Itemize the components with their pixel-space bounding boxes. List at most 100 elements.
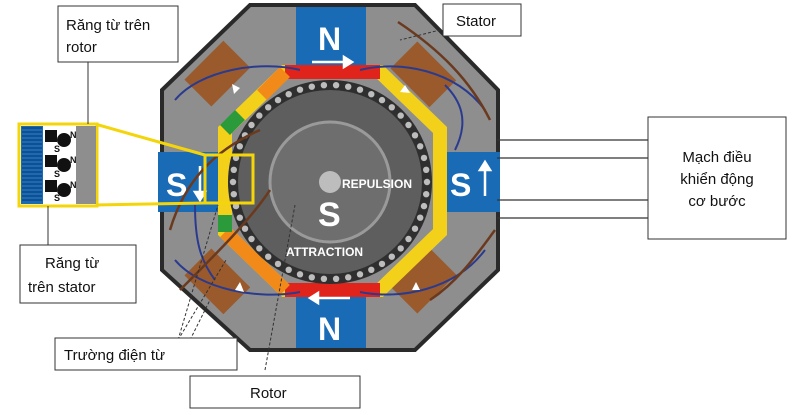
repulsion-text: REPULSION — [342, 177, 412, 191]
label-stator: Stator — [456, 13, 496, 30]
rotor-tooth — [285, 266, 292, 273]
rotor-tooth — [265, 104, 272, 111]
rotor-tooth — [241, 225, 249, 232]
rotor-tooth — [397, 245, 404, 252]
label-box-driver-circuit — [647, 116, 787, 240]
rotor-tooth — [320, 275, 328, 282]
stator-coils — [184, 40, 457, 315]
field-lines — [174, 65, 486, 296]
stator-poles — [158, 7, 500, 348]
rotor-tooth — [236, 143, 243, 150]
field-ring-green-left — [220, 110, 245, 135]
callout-line-bottom — [94, 201, 206, 207]
arrow-top-head-icon — [342, 54, 355, 70]
coil-bottom-right — [390, 247, 457, 314]
rotor-tooth — [274, 260, 282, 268]
rotor-tooth — [411, 225, 419, 232]
rotor-tooth — [332, 82, 340, 89]
rotor-tooth — [230, 191, 237, 198]
rotor-tooth — [423, 178, 431, 186]
field-arrow-1-icon — [232, 84, 240, 94]
teeth-highlight-box — [203, 153, 255, 205]
rotor-tooth — [368, 266, 375, 273]
zoom-teeth — [45, 130, 71, 197]
rotor-tooth — [356, 271, 364, 278]
attraction-text: ATTRACTION — [286, 245, 363, 259]
rotor-teeth — [229, 82, 431, 282]
rotor-tooth — [332, 275, 340, 282]
rotor-tooth — [405, 235, 412, 243]
rotor-tooth — [405, 121, 412, 129]
label-box-em-field — [54, 337, 238, 371]
pole-left-letter: S — [166, 167, 187, 203]
coil-bottom-left — [184, 248, 251, 315]
rotor-tooth — [423, 191, 430, 198]
rotor-tooth — [420, 202, 428, 210]
pole-arrows — [192, 54, 493, 306]
rotor-tooth — [356, 86, 364, 93]
driver-wires — [497, 139, 648, 219]
rotor-shaft — [319, 171, 341, 193]
zoom-pole-n-3: N — [70, 180, 77, 190]
arrow-left-head-icon — [192, 190, 208, 203]
callout-line-top — [94, 122, 206, 157]
label-rotor-teeth-line2: rotor — [66, 39, 97, 56]
rotor-tooth — [308, 274, 315, 281]
arrow-right-head-icon — [477, 159, 493, 172]
label-driver-line2: khiển động — [680, 171, 753, 188]
label-driver-line1: Mạch điều — [682, 149, 751, 166]
zoom-pole-n-1: N — [70, 130, 77, 140]
rotor-tooth — [265, 253, 272, 260]
label-driver-line3: cơ bước — [688, 193, 746, 210]
rotor-tooth — [308, 83, 315, 90]
pole-top — [296, 7, 366, 71]
zoom-pole-s-2: S — [54, 169, 60, 179]
rotor-tooth — [345, 83, 352, 90]
rotor-tooth — [248, 235, 255, 243]
zoom-pole-n-2: N — [70, 155, 77, 165]
label-box-rotor-teeth — [57, 5, 179, 63]
pole-top-letter: N — [318, 21, 341, 57]
rotor-tooth — [397, 112, 404, 119]
field-ring-orange-bottom — [220, 226, 290, 296]
rotor-tooth — [296, 86, 304, 93]
rotor-tooth — [411, 132, 419, 139]
label-stator-teeth-line1: Răng từ — [45, 255, 99, 272]
pole-right-letter: S — [450, 167, 471, 203]
label-stator-teeth-line2: trên stator — [28, 279, 96, 296]
field-arrows — [232, 84, 420, 292]
coil-top-right — [390, 41, 457, 108]
zoom-pole-s-3: S — [54, 193, 60, 203]
rotor-tooth — [229, 178, 237, 186]
zoom-pole-s-1: S — [54, 144, 60, 154]
rotor-tooth — [420, 154, 428, 162]
rotor-tooth — [417, 214, 424, 221]
rotor-tooth — [256, 112, 263, 119]
rotor-tooth — [417, 143, 424, 150]
rotor-center-pole: S — [318, 196, 341, 234]
rotor-tooth — [248, 121, 255, 129]
field-arrow-3-icon — [235, 282, 244, 292]
rotor-tooth — [388, 104, 395, 111]
rotor-tooth — [345, 274, 352, 281]
rotor-tooth — [320, 82, 328, 89]
rotor-tooth — [296, 271, 304, 278]
label-rotor-teeth-line1: Răng từ trên — [66, 17, 150, 34]
field-arrow-4-icon — [412, 282, 420, 290]
label-box-stator-teeth — [19, 244, 137, 304]
pole-bottom-letter: N — [318, 311, 341, 347]
rotor-tooth — [368, 91, 375, 98]
arrow-bottom-head-icon — [307, 290, 320, 306]
rotor-tooth — [378, 96, 386, 104]
rotor-tooth — [388, 253, 395, 260]
field-arrow-2-icon — [400, 85, 410, 93]
rotor-tooth — [236, 214, 243, 221]
rotor-tooth — [274, 96, 282, 104]
rotor-tooth — [256, 245, 263, 252]
label-em-field: Trường điện từ — [64, 347, 165, 364]
label-box-rotor — [189, 375, 361, 409]
label-box-stator — [442, 3, 522, 37]
zoom-inset: S S S N N N — [17, 122, 99, 208]
